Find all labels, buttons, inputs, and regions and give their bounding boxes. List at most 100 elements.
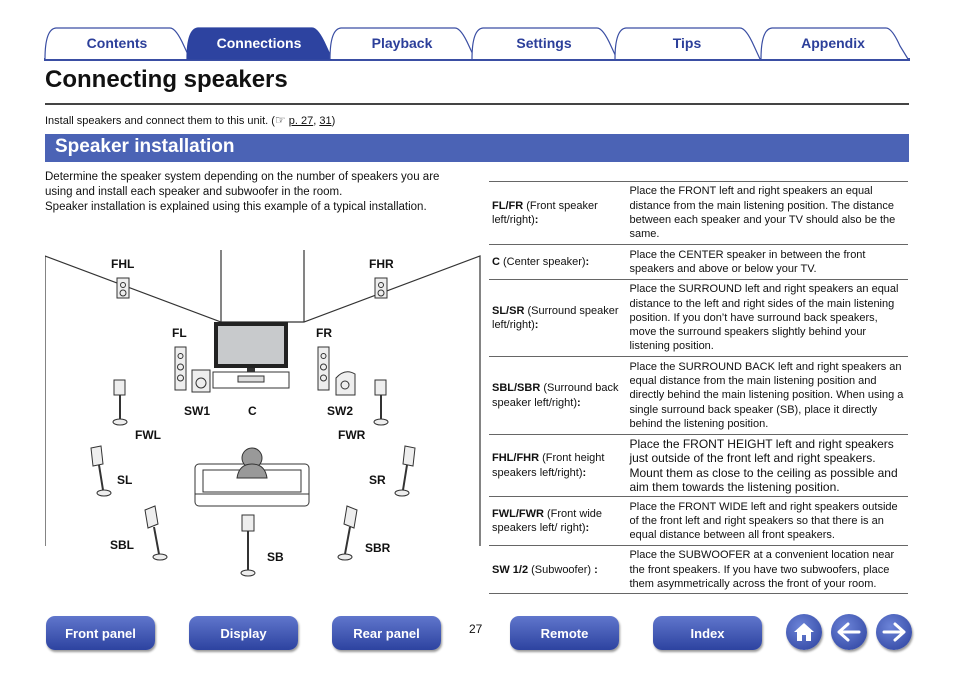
tab-label: Tips	[672, 34, 702, 51]
description-para: Speaker installation is explained using …	[45, 201, 427, 213]
colon: :	[534, 214, 539, 226]
colon: :	[585, 255, 590, 268]
tab-appendix[interactable]: Appendix	[760, 26, 909, 60]
speaker-type-cell: SW 1/2 (Subwoofer) :	[489, 545, 624, 595]
speaker-desc: (Surround back speaker left/right)	[492, 382, 619, 409]
tab-playback[interactable]: Playback	[329, 26, 475, 60]
tab-label: Settings	[516, 34, 572, 51]
speaker-code: SBL/SBR	[492, 382, 541, 395]
speaker-fhr-icon	[374, 277, 388, 299]
subwoofer-sw1-icon	[191, 369, 211, 393]
forward-button[interactable]	[876, 614, 912, 650]
table-row: SW 1/2 (Subwoofer) : Place the SUBWOOFER…	[489, 545, 908, 595]
speaker-desc: (Front height speakers left/right)	[492, 452, 605, 479]
speaker-desc: (Surround speaker left/right)	[492, 304, 619, 331]
speaker-fl-icon	[174, 346, 187, 391]
tab-contents[interactable]: Contents	[44, 26, 190, 60]
speaker-sbl-icon	[144, 505, 168, 561]
label-sw1: SW1	[184, 404, 211, 418]
label-sl: SL	[117, 473, 133, 487]
placement-cell: Place the SUBWOOFER at a convenient loca…	[623, 545, 908, 595]
speaker-desc: (Front speaker left/right)	[492, 199, 598, 226]
page-title: Connecting speakers	[45, 66, 288, 93]
tab-bar-underline	[44, 58, 910, 61]
tab-label: Appendix	[801, 34, 865, 51]
title-rule	[45, 103, 909, 105]
page-number: 27	[469, 622, 483, 636]
intro-text: Install speakers and connect them to thi…	[45, 115, 269, 127]
tab-label: Contents	[86, 34, 148, 51]
colon: :	[594, 563, 598, 576]
tab-bar: Contents Connections Playback Settings T…	[44, 26, 910, 61]
index-button[interactable]: Index	[653, 616, 762, 650]
display-button[interactable]: Display	[189, 616, 298, 650]
placement-cell: Place the SURROUND BACK left and right s…	[623, 356, 908, 435]
table-row: C (Center speaker): Place the CENTER spe…	[489, 244, 908, 280]
tab-tips[interactable]: Tips	[614, 26, 760, 60]
arrow-left-icon	[837, 622, 861, 642]
speaker-fwl-icon	[112, 379, 128, 426]
ref-link-31[interactable]: 31	[319, 115, 332, 127]
home-button[interactable]	[786, 614, 822, 650]
speaker-desc: (Subwoofer)	[528, 563, 595, 576]
home-icon	[794, 623, 814, 641]
label-sbl: SBL	[110, 538, 134, 552]
placement-cell: Place the FRONT WIDE left and right spea…	[623, 496, 908, 546]
remote-button[interactable]: Remote	[510, 616, 619, 650]
table-row: FL/FR (Front speaker left/right): Place …	[489, 181, 908, 245]
placement-cell: Place the FRONT HEIGHT left and right sp…	[623, 433, 908, 497]
label-fwl: FWL	[135, 428, 161, 442]
label-sw2: SW2	[327, 404, 354, 418]
speaker-fhl-icon	[116, 277, 130, 299]
table-row: SBL/SBR (Surround back speaker left/righ…	[489, 356, 908, 435]
label-sr: SR	[369, 473, 386, 487]
arrow-right-icon	[882, 622, 906, 642]
intro-paren: )	[331, 115, 336, 127]
placement-cell: Place the SURROUND left and right speake…	[623, 279, 908, 357]
label-sbr: SBR	[365, 541, 391, 555]
speaker-layout-diagram: FHL FHR FL FR SW1 C SW2 FWL FWR SL SR SB…	[45, 250, 485, 585]
section-description: Determine the speaker system depending o…	[45, 170, 465, 215]
description-para: Determine the speaker system depending o…	[45, 171, 440, 198]
subwoofer-sw2-icon	[335, 371, 356, 396]
tab-connections[interactable]: Connections	[186, 26, 332, 60]
tab-settings[interactable]: Settings	[471, 26, 617, 60]
sofa-listener-icon	[194, 447, 310, 507]
label-fhl: FHL	[111, 257, 135, 271]
table-row: FWL/FWR (Front wide speakers left/ right…	[489, 496, 908, 546]
speaker-code: SW 1/2	[492, 563, 529, 576]
colon: :	[582, 466, 587, 479]
colon: :	[576, 396, 581, 409]
speaker-sl-icon	[90, 445, 112, 497]
intro-sep: ,	[313, 115, 317, 127]
tab-label: Connections	[216, 34, 302, 51]
hand-pointer-icon: ☞	[274, 113, 286, 127]
speaker-desc: (Center speaker)	[499, 255, 586, 268]
rear-panel-button[interactable]: Rear panel	[332, 616, 441, 650]
speaker-placement-table: FL/FR (Front speaker left/right): Place …	[489, 181, 908, 595]
speaker-code: C	[492, 255, 500, 268]
speaker-type-cell: FWL/FWR (Front wide speakers left/ right…	[489, 496, 624, 546]
section-title: Speaker installation	[45, 134, 909, 162]
intro-paren: (	[271, 115, 275, 127]
ref-link-p27[interactable]: p. 27	[288, 115, 314, 127]
speaker-type-cell: SL/SR (Surround speaker left/right):	[489, 279, 624, 357]
speaker-code: FL/FR	[492, 199, 524, 212]
label-c: C	[248, 404, 257, 418]
label-fwr: FWR	[338, 428, 366, 442]
colon: :	[585, 522, 590, 535]
speaker-sbr-icon	[337, 505, 358, 561]
intro-line: Install speakers and connect them to thi…	[45, 113, 335, 127]
label-fhr: FHR	[369, 257, 394, 271]
speaker-type-cell: SBL/SBR (Surround back speaker left/righ…	[489, 356, 624, 435]
speaker-fwr-icon	[373, 379, 389, 426]
table-row: FHL/FHR (Front height speakers left/righ…	[489, 433, 908, 497]
speaker-sb-icon	[240, 514, 256, 577]
placement-cell: Place the FRONT left and right speakers …	[623, 181, 908, 245]
back-button[interactable]	[831, 614, 867, 650]
tab-label: Playback	[371, 34, 433, 51]
colon: :	[534, 319, 539, 331]
front-panel-button[interactable]: Front panel	[46, 616, 155, 650]
speaker-fr-icon	[317, 346, 330, 391]
speaker-type-cell: FL/FR (Front speaker left/right):	[489, 181, 624, 245]
